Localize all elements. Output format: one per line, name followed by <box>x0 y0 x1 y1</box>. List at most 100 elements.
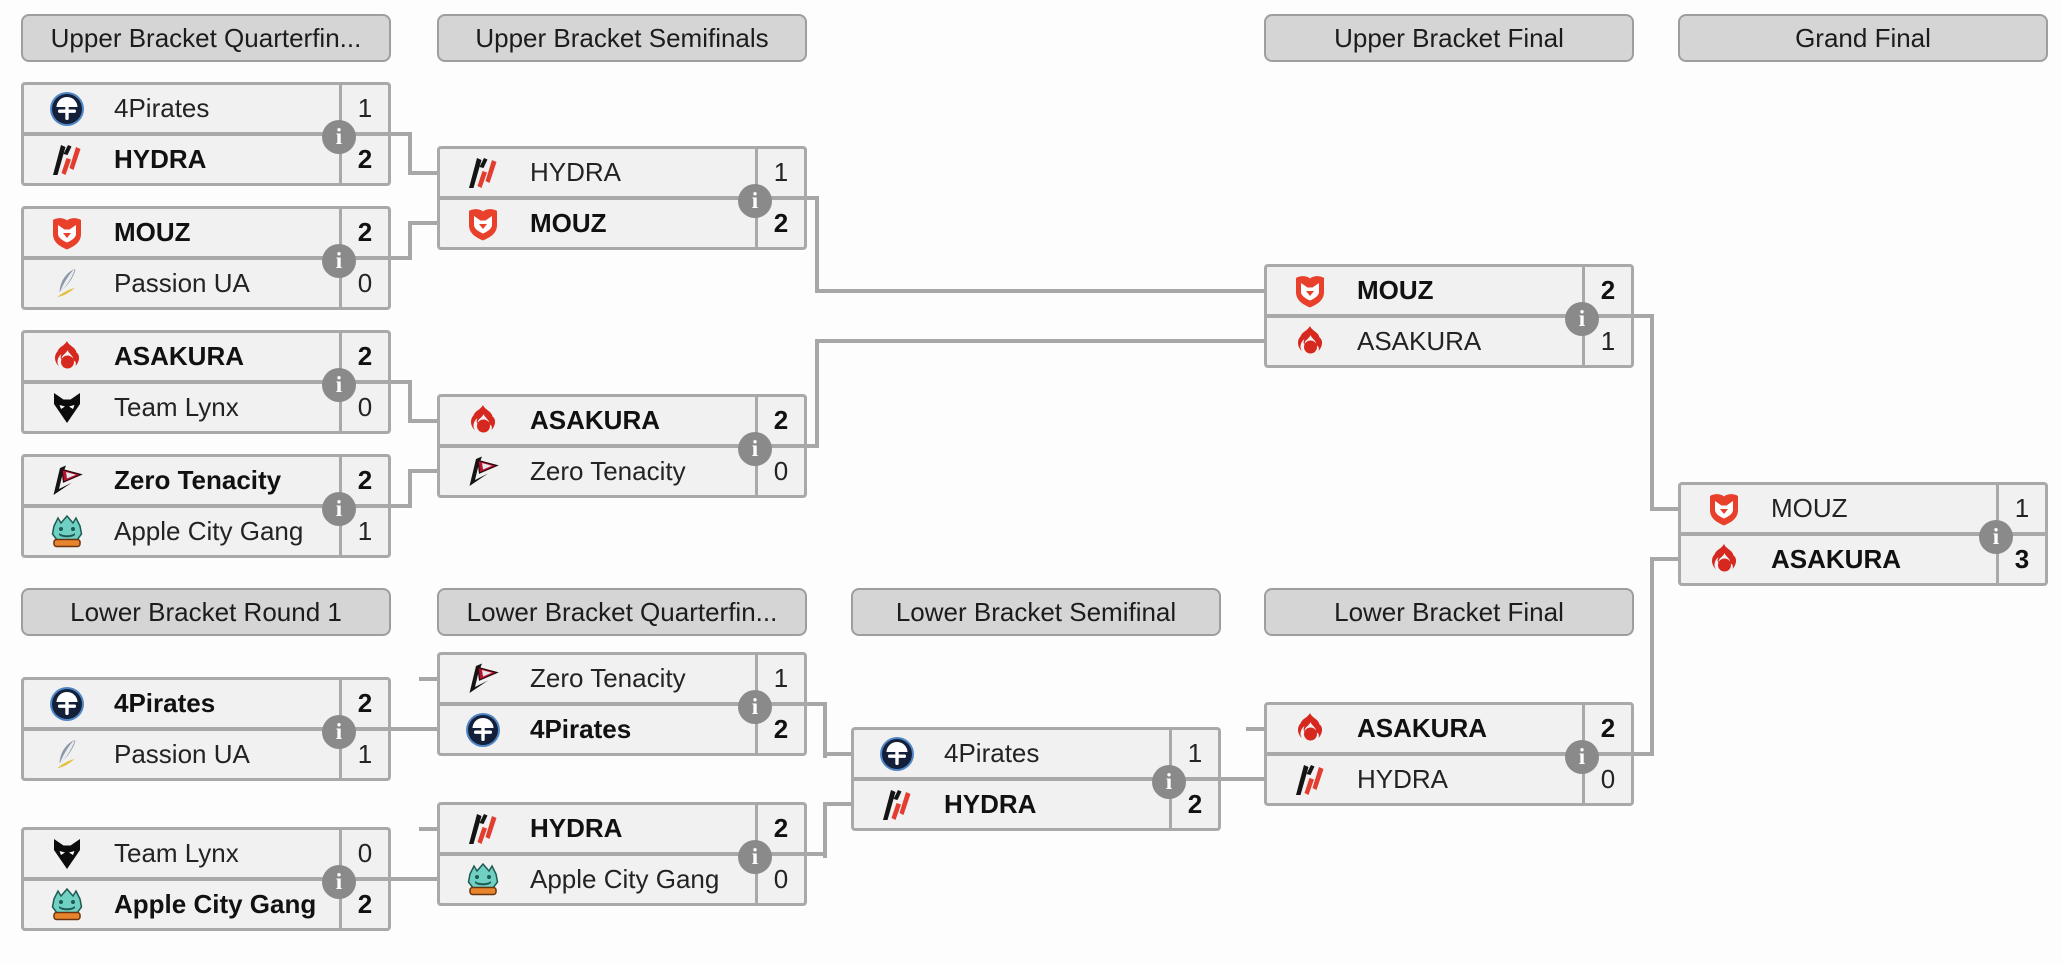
info-icon[interactable]: i <box>322 715 356 749</box>
info-icon[interactable]: i <box>738 432 772 466</box>
connector-line <box>1634 752 1654 756</box>
team-name[interactable]: Passion UA <box>114 739 250 769</box>
match-row: HYDRA 2 <box>440 805 804 852</box>
team-name[interactable]: HYDRA <box>114 144 207 174</box>
team-logo-4pirates-icon[interactable] <box>48 685 86 723</box>
team-logo-4pirates-icon[interactable] <box>48 90 86 128</box>
team-logo-teamlynx-icon[interactable] <box>48 835 86 873</box>
team-logo-hydra-icon[interactable] <box>48 141 86 179</box>
team-name[interactable]: Zero Tenacity <box>530 663 686 693</box>
team-name[interactable]: Zero Tenacity <box>530 456 686 486</box>
team-name[interactable]: 4Pirates <box>530 714 632 744</box>
info-icon[interactable]: i <box>322 244 356 278</box>
info-icon[interactable]: i <box>1565 302 1599 336</box>
team-logo-teamlynx-icon[interactable] <box>48 389 86 427</box>
team-name[interactable]: MOUZ <box>1357 275 1434 305</box>
team-name[interactable]: HYDRA <box>530 157 622 187</box>
team-logo-applecity-icon[interactable] <box>464 861 502 899</box>
team-logo-applecity-icon[interactable] <box>48 886 86 924</box>
match-row: Passion UA 0 <box>24 256 388 307</box>
team-name[interactable]: MOUZ <box>1771 493 1848 523</box>
info-icon[interactable]: i <box>322 120 356 154</box>
round-header-lb-round1: Lower Bracket Round 1 <box>21 588 391 636</box>
info-icon[interactable]: i <box>322 865 356 899</box>
team-name[interactable]: MOUZ <box>114 217 191 247</box>
team-score: 0 <box>755 856 804 903</box>
team-logo-hydra-icon[interactable] <box>464 154 502 192</box>
team-name[interactable]: ASAKURA <box>530 405 660 435</box>
team-score: 3 <box>1996 536 2045 583</box>
match-ub-quarterfinal-2: MOUZ 2 Passion UA 0 i <box>21 206 391 310</box>
match-row: ASAKURA 1 <box>1267 314 1631 365</box>
team-name[interactable]: 4Pirates <box>114 688 216 718</box>
team-name[interactable]: 4Pirates <box>114 93 210 123</box>
match-row: Apple City Gang 0 <box>440 852 804 903</box>
team-logo-zerotenacity-icon[interactable] <box>464 660 502 698</box>
info-icon[interactable]: i <box>1565 740 1599 774</box>
round-header-lb-quarterfinals: Lower Bracket Quarterfin... <box>437 588 807 636</box>
team-score: 1 <box>339 731 388 778</box>
team-name[interactable]: ASAKURA <box>1771 544 1901 574</box>
connector-line <box>823 802 851 806</box>
team-name[interactable]: ASAKURA <box>1357 326 1482 356</box>
team-logo-mouz-icon[interactable] <box>1291 272 1329 310</box>
info-icon[interactable]: i <box>738 690 772 724</box>
team-logo-mouz-icon[interactable] <box>464 205 502 243</box>
team-logo-hydra-icon[interactable] <box>464 810 502 848</box>
team-name[interactable]: MOUZ <box>530 208 607 238</box>
team-logo-asakura-icon[interactable] <box>1705 541 1743 579</box>
connector-line <box>408 419 437 423</box>
team-name[interactable]: ASAKURA <box>1357 713 1487 743</box>
team-name[interactable]: HYDRA <box>944 789 1037 819</box>
team-logo-asakura-icon[interactable] <box>1291 323 1329 361</box>
connector-line <box>390 727 437 731</box>
match-row: Zero Tenacity 0 <box>440 444 804 495</box>
team-name[interactable]: ASAKURA <box>114 341 244 371</box>
match-row: HYDRA 2 <box>854 777 1218 828</box>
team-logo-mouz-icon[interactable] <box>48 214 86 252</box>
team-name[interactable]: HYDRA <box>530 813 623 843</box>
team-logo-hydra-icon[interactable] <box>1291 761 1329 799</box>
team-logo-applecity-icon[interactable] <box>48 513 86 551</box>
team-name[interactable]: Team Lynx <box>114 838 239 868</box>
round-header-lb-final: Lower Bracket Final <box>1264 588 1634 636</box>
team-score: 2 <box>339 680 388 727</box>
info-icon[interactable]: i <box>738 184 772 218</box>
connector-line <box>807 702 827 706</box>
info-icon[interactable]: i <box>322 368 356 402</box>
team-logo-asakura-icon[interactable] <box>48 338 86 376</box>
match-row: 4Pirates 2 <box>440 702 804 753</box>
info-icon[interactable]: i <box>1979 520 2013 554</box>
team-score: 2 <box>1582 705 1631 752</box>
match-row: Zero Tenacity 2 <box>24 457 388 504</box>
team-name[interactable]: 4Pirates <box>944 738 1040 768</box>
team-logo-mouz-icon[interactable] <box>1705 490 1743 528</box>
team-score: 0 <box>755 448 804 495</box>
info-icon[interactable]: i <box>1152 765 1186 799</box>
team-name[interactable]: Apple City Gang <box>114 889 317 919</box>
team-logo-asakura-icon[interactable] <box>464 402 502 440</box>
team-logo-asakura-icon[interactable] <box>1291 710 1329 748</box>
team-name[interactable]: Zero Tenacity <box>114 465 282 495</box>
connector-line <box>815 339 1264 343</box>
team-logo-4pirates-icon[interactable] <box>464 711 502 749</box>
team-score: 0 <box>1582 756 1631 803</box>
team-name[interactable]: Team Lynx <box>114 392 239 422</box>
info-icon[interactable]: i <box>738 840 772 874</box>
team-logo-zerotenacity-icon[interactable] <box>48 462 86 500</box>
match-row: MOUZ 2 <box>24 209 388 256</box>
match-row: HYDRA 0 <box>1267 752 1631 803</box>
team-logo-zerotenacity-icon[interactable] <box>464 453 502 491</box>
team-logo-passionua-icon[interactable] <box>48 265 86 303</box>
match-ub-semifinal-2: ASAKURA 2 Zero Tenacity 0 i <box>437 394 807 498</box>
team-name[interactable]: HYDRA <box>1357 764 1449 794</box>
info-icon[interactable]: i <box>322 492 356 526</box>
team-name[interactable]: Apple City Gang <box>114 516 304 546</box>
team-logo-hydra-icon[interactable] <box>878 786 916 824</box>
team-name[interactable]: Apple City Gang <box>530 864 720 894</box>
team-logo-4pirates-icon[interactable] <box>878 735 916 773</box>
match-row: Team Lynx 0 <box>24 380 388 431</box>
team-name[interactable]: Passion UA <box>114 268 250 298</box>
team-logo-passionua-icon[interactable] <box>48 736 86 774</box>
team-score: 0 <box>339 260 388 307</box>
